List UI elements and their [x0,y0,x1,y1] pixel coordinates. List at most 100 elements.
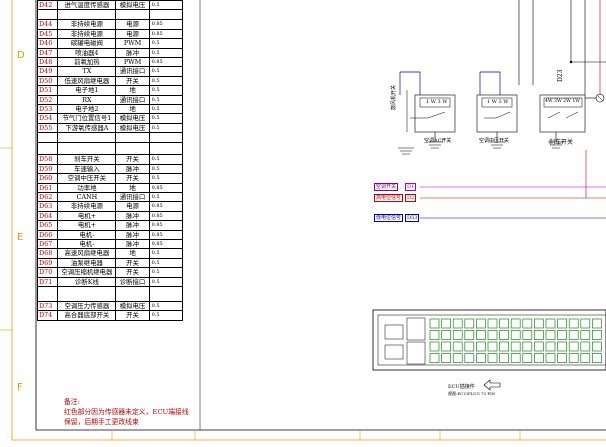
connector-pin [464,341,475,352]
connector-pin [476,341,486,352]
notes-body: 红色部分因为传感器未定义，ECU端接线保留，后期手工更改线束 [64,408,189,426]
connector-pin [568,330,579,340]
connector-pin [580,318,591,329]
connector-pin [522,318,533,329]
connector-pin [476,318,486,329]
connector-pin [487,353,498,363]
pin-id-cell: D45 [36,28,59,40]
notes-title: 备注: [64,398,80,406]
wire-size-cell: 0.5 [148,122,184,134]
connector-pin [510,318,521,329]
pin-id-cell: D44 [36,19,59,30]
connector-pin [568,341,579,352]
pin-id-cell: D62 [36,191,59,203]
connector-pin [452,330,463,340]
pin-id-cell: D71 [36,276,59,287]
connector-pin [429,318,440,329]
connector-pin [534,318,544,329]
ecu-caption: ECU插接件 [448,384,475,390]
pin-id-cell: D52 [36,94,59,106]
pin-id-cell: D55 [36,122,59,134]
pin-id-cell: D64 [36,210,59,222]
connector-pin [534,330,544,340]
connector-pin [441,330,451,340]
connector-pin [580,341,591,352]
connector-pin [592,318,602,329]
connector-pin [487,318,498,329]
notes-block: 备注: 红色部分因为传感器未定义，ECU端接线保留，后期手工更改线束 [64,397,194,427]
pin-id-cell: D59 [36,163,59,175]
connector-pin [545,318,556,329]
pin-id-cell: D65 [36,220,59,231]
connector-pin [580,330,591,340]
connector-pin [592,341,602,352]
connector-pin [557,330,567,340]
connector-pin [557,318,567,329]
pin-id-cell: D68 [36,248,59,259]
connector-pin [452,353,463,363]
table-spacer-row [36,142,184,156]
connector-pin [534,341,544,352]
pin-id-cell: D51 [36,85,59,96]
connector-pin [464,318,475,329]
connector-pin [476,353,486,363]
signal-tag-high: D2 [405,194,417,202]
connector-pin [429,330,440,340]
connector-pin [592,330,602,340]
connector-pin [557,353,567,363]
switch-label-ac: 空调AC开关 [424,138,452,144]
connector-pin [441,341,451,352]
pin-id-cell: D54 [36,113,59,124]
table-spacer-row [36,285,184,302]
switch-pins-ac: 1 W 3 W [426,99,448,105]
signal-tag-low: D53 [405,214,420,222]
connector-pin [464,330,475,340]
pin-id-cell: D58 [36,154,59,165]
pin-id-cell: D69 [36,257,59,269]
zone-label-e: E [17,232,24,243]
connector-pin [452,318,463,329]
pin-id-cell: D63 [36,201,59,212]
connector-pin [429,353,440,363]
connector-pin [441,353,451,363]
wire-size-cell: 0.5 [148,310,184,321]
pin-id-cell: D42 [36,0,59,11]
connector-pin [522,330,533,340]
connector-pin [510,353,521,363]
pin-id-cell: D67 [36,238,59,250]
pin-id-cell: D74 [36,310,59,321]
switch-label-mid-pressure: 空调中压开关 [479,138,510,144]
connector-pin [510,341,521,352]
pin-id-cell: D46 [36,38,59,49]
connector-pin [545,353,556,363]
signal-ac-switch: 空调开关 [374,183,399,191]
pin-id-cell: D49 [36,66,59,77]
connector-pin [557,341,567,352]
signal-low-level: 低电位信号 [374,214,404,222]
connector-pin [499,353,509,363]
connector-pin [568,353,579,363]
connector-pin [534,353,544,363]
connector-pin [429,341,440,352]
connector-pin [580,353,591,363]
